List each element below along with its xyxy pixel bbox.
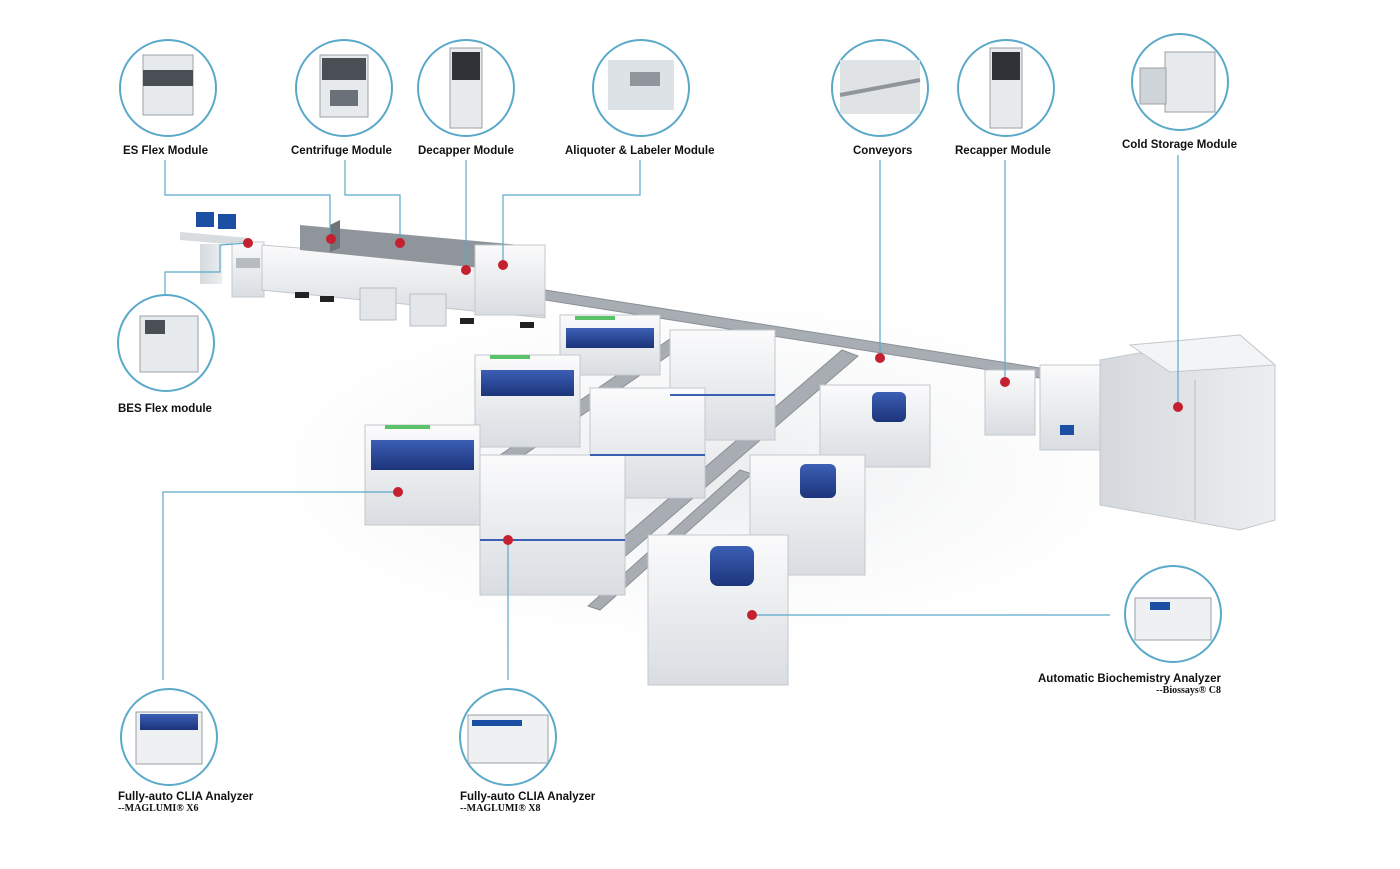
bes-flex-unit <box>231 241 265 298</box>
decapper-module-photo <box>417 39 515 137</box>
workstation-desk <box>180 212 250 284</box>
label-biochemistry-model: --Biossays® C8 <box>1156 685 1221 696</box>
cold-storage-unit <box>1099 334 1277 531</box>
label-centrifuge-module: Centrifuge Module <box>291 145 392 157</box>
clia-analyzer-x6-photo <box>120 688 218 786</box>
biochemistry-analyzer-photo <box>1124 565 1222 663</box>
label-biochemistry-analyzer: Automatic Biochemistry Analyzer --Biossa… <box>1038 673 1221 696</box>
label-biochemistry-title: Automatic Biochemistry Analyzer <box>1038 673 1221 685</box>
cold-storage-photo <box>1131 33 1229 131</box>
biochemistry-analyzers <box>647 384 931 686</box>
es-flex-module-photo <box>119 39 217 137</box>
centrifuge-module-photo <box>295 39 393 137</box>
pre-analytics-line <box>180 212 546 328</box>
label-decapper-module: Decapper Module <box>418 145 514 157</box>
label-clia-x8-model: --MAGLUMI® X8 <box>460 803 541 814</box>
clia-x8-units <box>479 329 776 596</box>
clia-analyzer-mid <box>474 354 581 448</box>
conveyors-photo <box>831 39 929 137</box>
aliquoter-labeler-photo <box>592 39 690 137</box>
recapper-unit <box>984 364 1101 451</box>
leader-lines <box>162 155 1179 680</box>
label-clia-x8-title: Fully-auto CLIA Analyzer <box>460 791 596 803</box>
callout-dots <box>243 234 1183 620</box>
clia-analyzer-front <box>364 424 481 526</box>
label-conveyors: Conveyors <box>853 145 913 157</box>
bes-flex-module-photo <box>117 294 215 392</box>
label-clia-x8: Fully-auto CLIA Analyzer --MAGLUMI® X8 <box>460 791 595 814</box>
label-recapper-module: Recapper Module <box>955 145 1051 157</box>
label-bes-flex-module: BES Flex module <box>118 403 212 415</box>
label-clia-x6-title: Fully-auto CLIA Analyzer <box>118 791 254 803</box>
label-cold-storage-module: Cold Storage Module <box>1122 139 1237 151</box>
recapper-module-photo <box>957 39 1055 137</box>
label-clia-x6-model: --MAGLUMI® X6 <box>118 803 199 814</box>
label-clia-x6: Fully-auto CLIA Analyzer --MAGLUMI® X6 <box>118 791 253 814</box>
label-aliquoter-labeler-module: Aliquoter & Labeler Module <box>565 145 715 157</box>
clia-analyzer-x8-photo <box>459 688 557 786</box>
label-es-flex-module: ES Flex Module <box>123 145 208 157</box>
